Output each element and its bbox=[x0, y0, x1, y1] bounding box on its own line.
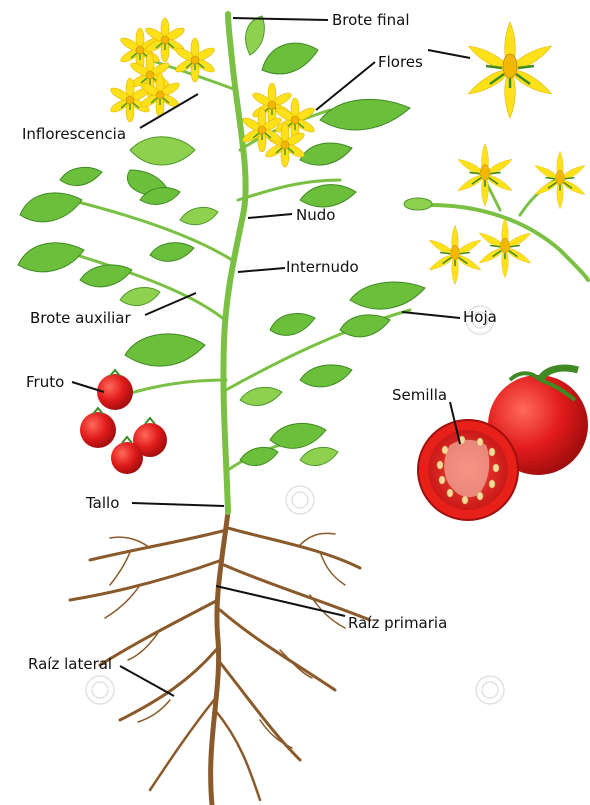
label-fruto: Fruto bbox=[26, 373, 64, 391]
label-raiz-lateral: Raíz lateral bbox=[28, 655, 112, 673]
label-brote-auxiliar: Brote auxiliar bbox=[30, 309, 131, 327]
label-internudo: Internudo bbox=[286, 258, 359, 276]
flower-detail bbox=[404, 22, 588, 285]
label-raiz-primaria: Raíz primaria bbox=[348, 614, 447, 632]
label-nudo: Nudo bbox=[296, 206, 335, 224]
label-flores: Flores bbox=[378, 53, 423, 71]
label-semilla: Semilla bbox=[392, 386, 447, 404]
label-brote-final: Brote final bbox=[332, 11, 410, 29]
label-inflorescencia: Inflorescencia bbox=[22, 125, 126, 143]
label-tallo: Tallo bbox=[85, 494, 119, 512]
label-hoja: Hoja bbox=[463, 308, 497, 326]
plant-fruits bbox=[80, 370, 167, 474]
root-system bbox=[70, 512, 370, 805]
